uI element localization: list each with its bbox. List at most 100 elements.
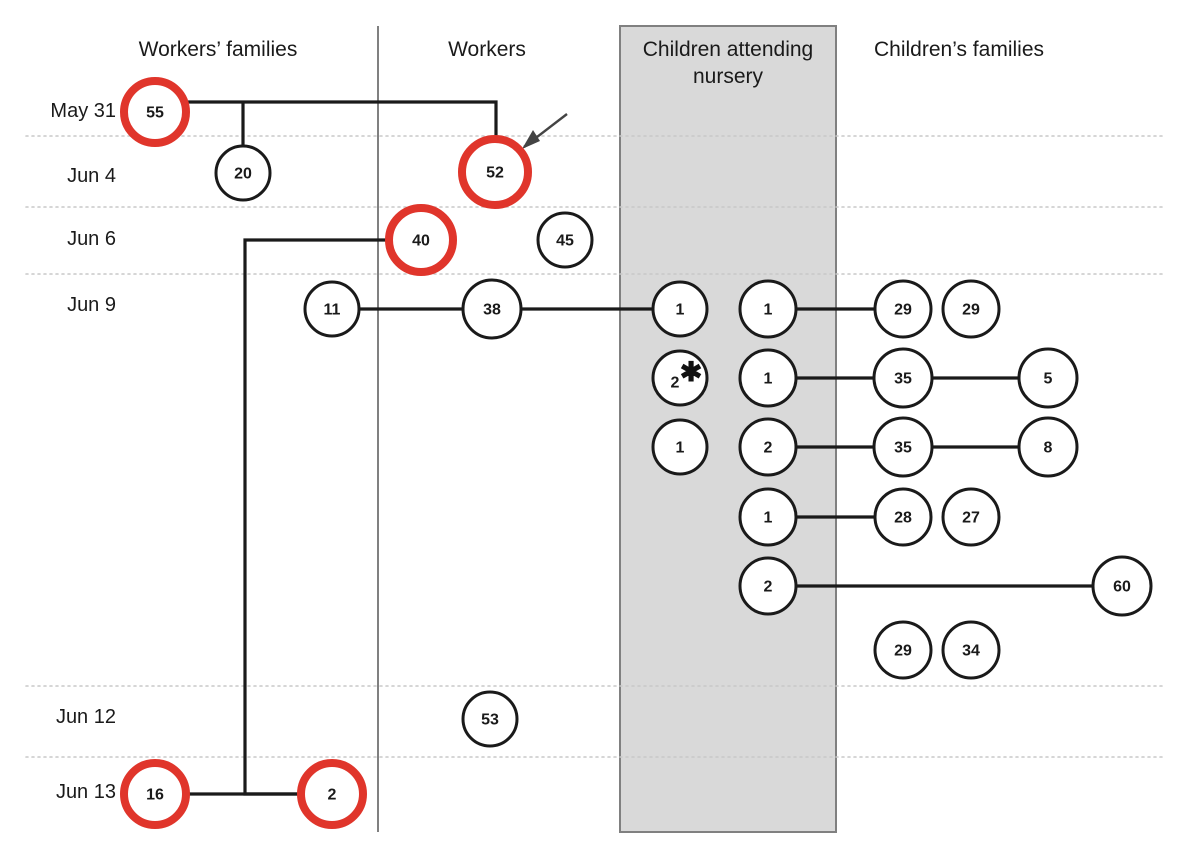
case-node-f27[interactable]: 27 [941,487,1001,547]
node-circle [873,279,933,339]
highlight-ring [120,77,190,147]
node-circle [941,487,1001,547]
node-label: 2 [764,579,773,596]
case-node-d1b[interactable]: 1 [738,348,798,408]
date-label-jun-6: Jun 6 [67,228,116,250]
case-node-n16[interactable]: 16 [120,759,190,829]
case-node-n20[interactable]: 20 [214,144,272,202]
case-node-f29b[interactable]: 29 [941,279,1001,339]
case-node-f35a[interactable]: 35 [872,347,934,409]
node-circle [738,279,798,339]
node-circle [1017,416,1079,478]
node-label: 2 [328,787,337,804]
case-node-d2a[interactable]: 2 [738,417,798,477]
link-n55-to-n52 [183,100,498,143]
node-label: 38 [483,302,501,319]
node-label: 1 [764,302,773,319]
highlight-ring [297,759,367,829]
case-node-n53[interactable]: 53 [461,690,519,748]
date-gridlines [25,135,1164,758]
node-circle [651,418,709,476]
case-node-c2s[interactable]: 2✱ [651,349,709,407]
node-circle [873,620,933,680]
node-label: 60 [1113,579,1131,596]
highlight-ring [385,204,457,276]
node-label: 29 [894,302,912,319]
case-node-n2[interactable]: 2 [297,759,367,829]
node-label: 45 [556,233,574,250]
node-circle [738,348,798,408]
node-label: 1 [676,302,685,319]
nursery-column-panel [619,25,837,833]
case-node-n55[interactable]: 55 [120,77,190,147]
case-node-f29a[interactable]: 29 [873,279,933,339]
case-node-f60[interactable]: 60 [1091,555,1153,617]
case-node-f28[interactable]: 28 [873,487,933,547]
date-label-jun-13: Jun 13 [55,781,116,803]
node-circle [738,556,798,616]
node-label: 29 [962,302,980,319]
node-circle [738,487,798,547]
node-circle [738,417,798,477]
case-node-n45[interactable]: 45 [536,211,594,269]
node-label: 8 [1044,440,1053,457]
node-circle [872,347,934,409]
node-circle [872,416,934,478]
node-circle [1091,555,1153,617]
column-header-children-families: Children’s families [873,38,1044,61]
transmission-links [183,100,1093,796]
node-label: 1 [676,440,685,457]
node-label: 55 [146,105,164,122]
node-label: 34 [962,643,980,660]
index-case-arrow [522,113,568,149]
case-node-f8[interactable]: 8 [1017,416,1079,478]
node-label: 35 [894,440,912,457]
node-label: 28 [894,510,912,527]
node-circle [873,487,933,547]
case-node-n52[interactable]: 52 [458,135,532,209]
case-node-f35b[interactable]: 35 [872,416,934,478]
node-label: 40 [412,233,430,250]
node-label: 2 [764,440,773,457]
case-node-c1a[interactable]: 1 [651,280,709,338]
case-node-n38[interactable]: 38 [461,278,523,340]
node-circle [651,349,709,407]
node-label: 52 [486,165,504,182]
case-node-d2b[interactable]: 2 [738,556,798,616]
case-node-d1c[interactable]: 1 [738,487,798,547]
node-label: 16 [146,787,164,804]
node-label: 29 [894,643,912,660]
node-circle [651,280,709,338]
case-node-f5[interactable]: 5 [1017,347,1079,409]
node-label: 11 [324,302,341,319]
node-label: 1 [764,510,773,527]
date-label-jun-4: Jun 4 [67,165,116,187]
column-header-children-nursery: Children attending nursery [642,38,814,88]
node-circle [214,144,272,202]
node-circle [303,280,361,338]
node-label: 27 [962,510,980,527]
highlight-ring [120,759,190,829]
case-node-f29c[interactable]: 29 [873,620,933,680]
node-circle [461,690,519,748]
node-label: 1 [764,371,773,388]
highlight-ring [458,135,532,209]
node-circle [941,279,1001,339]
node-circle [1017,347,1079,409]
date-label-jun-12: Jun 12 [55,706,116,728]
case-node-n40[interactable]: 40 [385,204,457,276]
case-node-f34[interactable]: 34 [941,620,1001,680]
date-label-may-31: May 31 [50,100,116,122]
case-node-n11[interactable]: 11 [303,280,361,338]
node-label: 5 [1044,371,1053,388]
asterisk-marker: ✱ [680,357,703,387]
node-label: 20 [234,166,252,183]
column-header-workers: Workers [448,38,526,61]
date-label-jun-9: Jun 9 [67,294,116,316]
case-node-c1b[interactable]: 1 [651,418,709,476]
case-node-d1a[interactable]: 1 [738,279,798,339]
column-header-workers-families: Workers’ families [138,38,298,61]
